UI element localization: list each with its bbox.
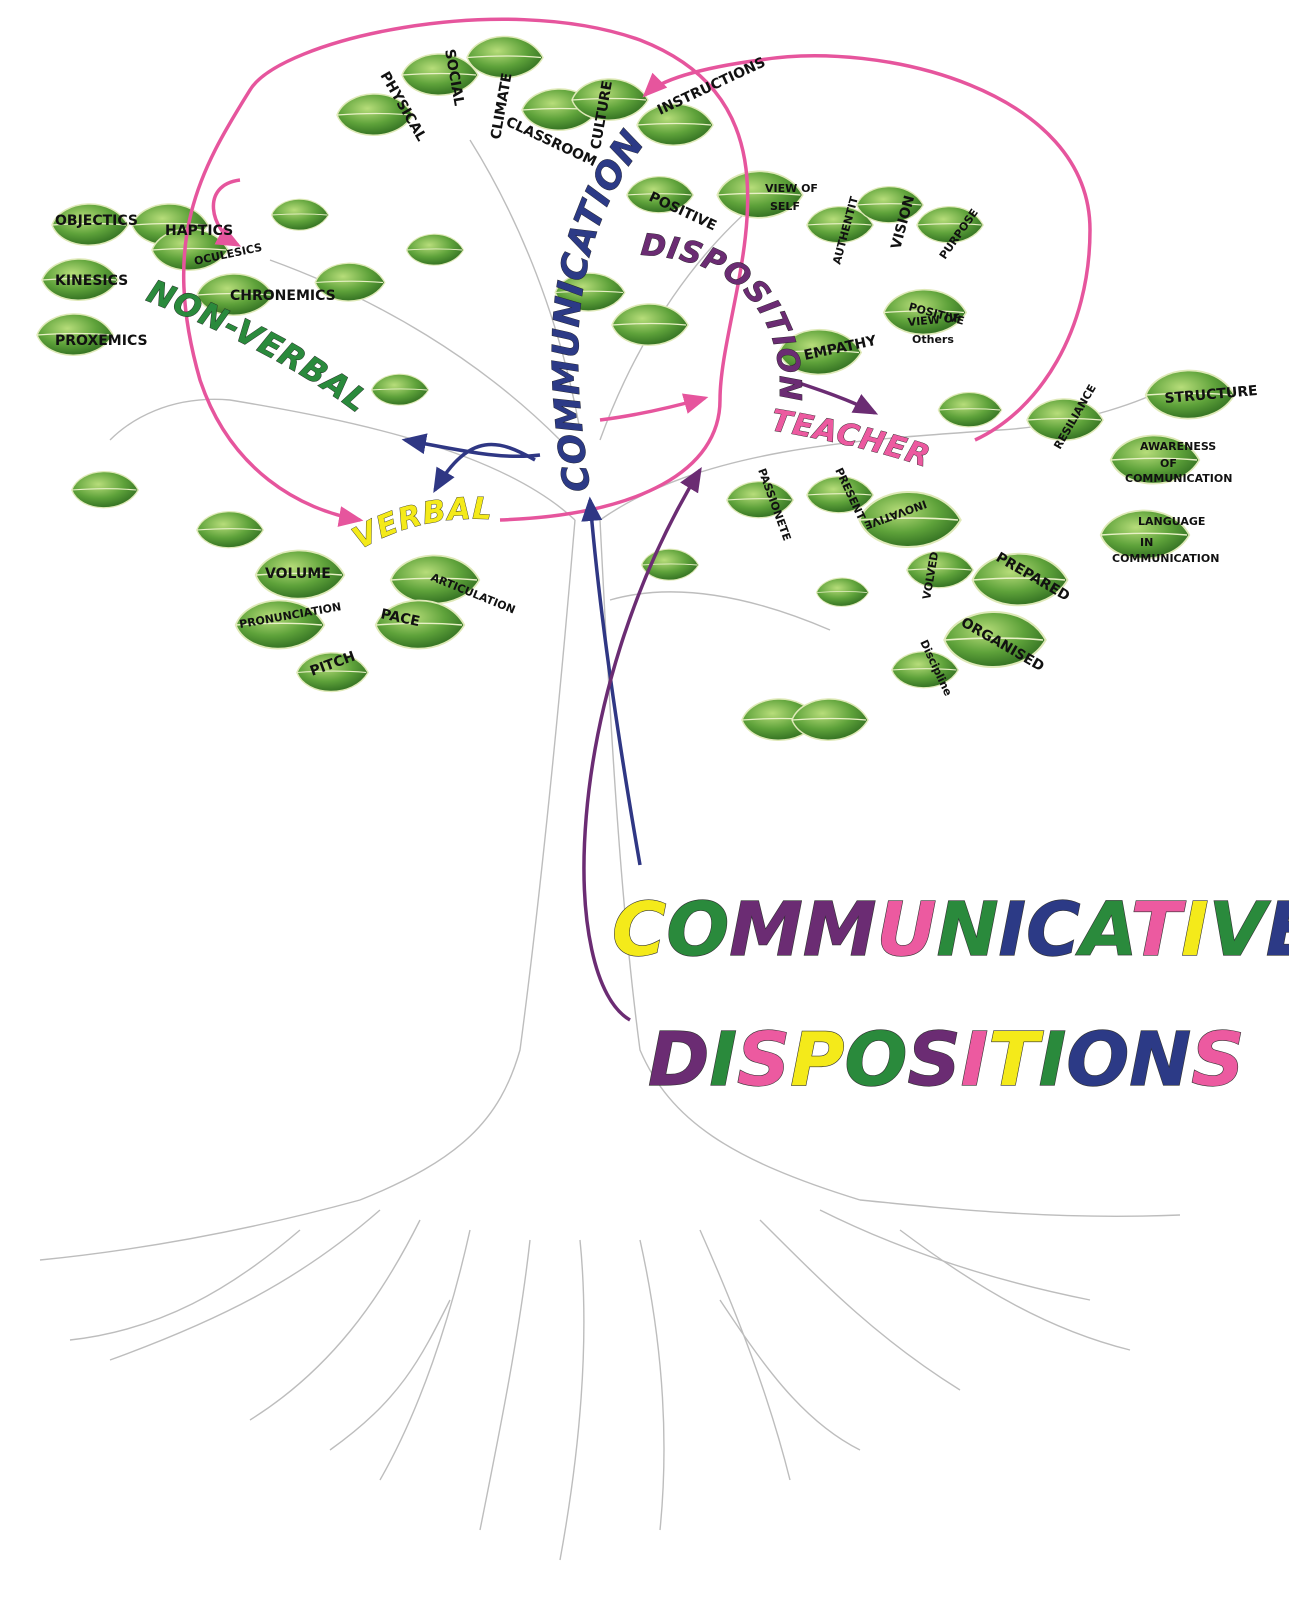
title-letter: M	[729, 887, 803, 973]
label-awareness: AWARENESS	[1140, 440, 1216, 453]
label-objectics: OBJECTICS	[55, 213, 138, 229]
leaf	[467, 36, 543, 77]
label-self: SELF	[770, 200, 800, 213]
title-letter: I	[1039, 1017, 1067, 1103]
title-letter: E	[1266, 887, 1289, 973]
title-letter: I	[961, 1017, 989, 1103]
title-letter: A	[1075, 887, 1132, 973]
label-communication-2: COMMUNICATION	[1112, 552, 1219, 565]
label-volume: VOLUME	[265, 566, 331, 582]
title-letter: N	[1129, 1017, 1191, 1103]
root-14	[330, 1300, 450, 1450]
title-letter: S	[907, 1017, 960, 1103]
root-2	[110, 1210, 380, 1360]
title-letter: I	[709, 1017, 737, 1103]
label-view-of: VIEW OF	[765, 182, 818, 195]
root-13	[900, 1230, 1130, 1350]
title-letter: I	[1181, 887, 1209, 973]
title-letter: V	[1209, 887, 1272, 973]
title-line-1: COMMUNICATIVE	[612, 887, 1289, 973]
title-letter: S	[737, 1017, 790, 1103]
title-letter: O	[666, 887, 729, 973]
root-5	[480, 1240, 530, 1530]
leaf	[72, 472, 139, 508]
root-15	[720, 1300, 860, 1450]
root-10	[820, 1210, 1090, 1300]
leaf	[197, 512, 264, 548]
leaf	[402, 54, 478, 95]
title-letter: O	[845, 1017, 908, 1103]
root-11	[860, 1200, 1180, 1216]
root-1	[40, 1200, 360, 1260]
label-communication-1: COMMUNICATION	[1125, 472, 1232, 485]
title-letter: M	[803, 887, 877, 973]
root-8	[700, 1230, 790, 1480]
title-letter: T	[1131, 887, 1187, 973]
title-letter: C	[612, 887, 666, 973]
label-proxemics: PROXEMICS	[55, 333, 148, 349]
branch-left-main	[110, 399, 575, 520]
title-letter: U	[877, 887, 937, 973]
title-line-2: DISPOSITIONS	[648, 1017, 1244, 1103]
leaf	[938, 392, 1001, 426]
arrow-navy-to-communication	[590, 500, 640, 865]
label-language: LANGUAGE	[1138, 515, 1205, 528]
label-in: IN	[1140, 536, 1153, 549]
root-9	[760, 1220, 960, 1390]
label-chronemics: CHRONEMICS	[230, 288, 336, 304]
title-letter: I	[999, 887, 1027, 973]
title-letter: P	[790, 1017, 844, 1103]
leaf	[407, 234, 464, 265]
title-letter: D	[648, 1017, 709, 1103]
title-letter: T	[988, 1017, 1044, 1103]
root-6	[560, 1240, 584, 1560]
label-kinesics: KINESICS	[55, 273, 128, 289]
label-of: OF	[1160, 457, 1177, 470]
verbal-heading: VERBAL	[347, 492, 493, 557]
main-title: COMMUNICATIVE DISPOSITIONS	[612, 887, 1289, 1103]
leaf	[272, 199, 329, 230]
root-12	[70, 1230, 300, 1340]
tree-outline	[40, 140, 1180, 1560]
title-letter: S	[1191, 1017, 1244, 1103]
leaf	[372, 374, 429, 405]
teacher-heading: TEACHER	[769, 403, 935, 475]
label-haptics: HAPTICS	[165, 223, 233, 239]
branch-right-lower	[610, 592, 830, 630]
root-7	[640, 1240, 664, 1530]
title-letter: O	[1066, 1017, 1129, 1103]
leaf	[612, 304, 688, 345]
label-instructions: INSTRUCTIONS	[655, 54, 768, 118]
label-others: Others	[912, 333, 954, 346]
leaf	[816, 578, 868, 606]
title-letter: C	[1026, 887, 1080, 973]
title-letter: N	[937, 887, 999, 973]
